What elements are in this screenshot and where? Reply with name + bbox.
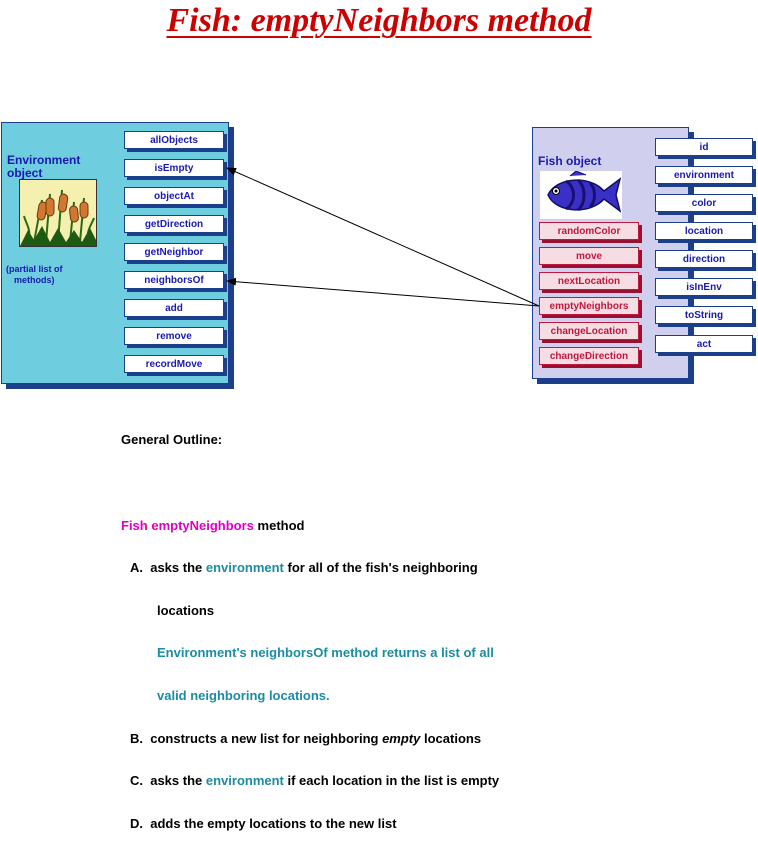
fish-method-move: move <box>539 247 639 265</box>
fish-method-nextlocation: nextLocation <box>539 272 639 290</box>
fish-method-changelocation: changeLocation <box>539 322 639 340</box>
env-method-allobjects: allObjects <box>124 131 224 149</box>
page-title: Fish: emptyNeighbors method <box>166 2 592 39</box>
env-method-getdirection: getDirection <box>124 215 224 233</box>
outline-heading: General Outline: <box>121 432 223 448</box>
env-method-remove: remove <box>124 327 224 345</box>
env-method-getneighbor: getNeighbor <box>124 243 224 261</box>
env-method-recordmove: recordMove <box>124 355 224 373</box>
fish-method-randomcolor: randomColor <box>539 222 639 240</box>
env-method-add: add <box>124 299 224 317</box>
fish-attr-environment: environment <box>655 166 753 184</box>
fish-attr-tostring: toString <box>655 306 753 324</box>
fish-attr-color: color <box>655 194 753 212</box>
fish-method-emptyneighbors: emptyNeighbors <box>539 297 639 315</box>
fish-attr-act: act <box>655 335 753 353</box>
environment-object-label: Environment object <box>7 153 81 180</box>
fish-attr-location: location <box>655 222 753 240</box>
call-arrows <box>226 167 540 307</box>
fish-object-label: Fish object <box>538 154 602 168</box>
fish-method-changedirection: changeDirection <box>539 347 639 365</box>
outline-method-name: Fish emptyNeighbors <box>121 517 254 533</box>
cattails-icon <box>19 179 97 247</box>
fish-attr-direction: direction <box>655 250 753 268</box>
arrow-to-isempty <box>226 167 540 307</box>
partial-list-note: (partial list of methods) <box>6 264 63 285</box>
env-method-neighborsof: neighborsOf <box>124 271 224 289</box>
env-method-isempty: isEmpty <box>124 159 224 177</box>
arrow-to-neighborsof <box>226 277 540 307</box>
fish-icon <box>540 170 622 219</box>
general-outline: General Outline: Fish emptyNeighbors met… <box>121 432 500 831</box>
fish-attr-id: id <box>655 138 753 156</box>
env-method-objectat: objectAt <box>124 187 224 205</box>
fish-attr-isinenv: isInEnv <box>655 278 753 296</box>
